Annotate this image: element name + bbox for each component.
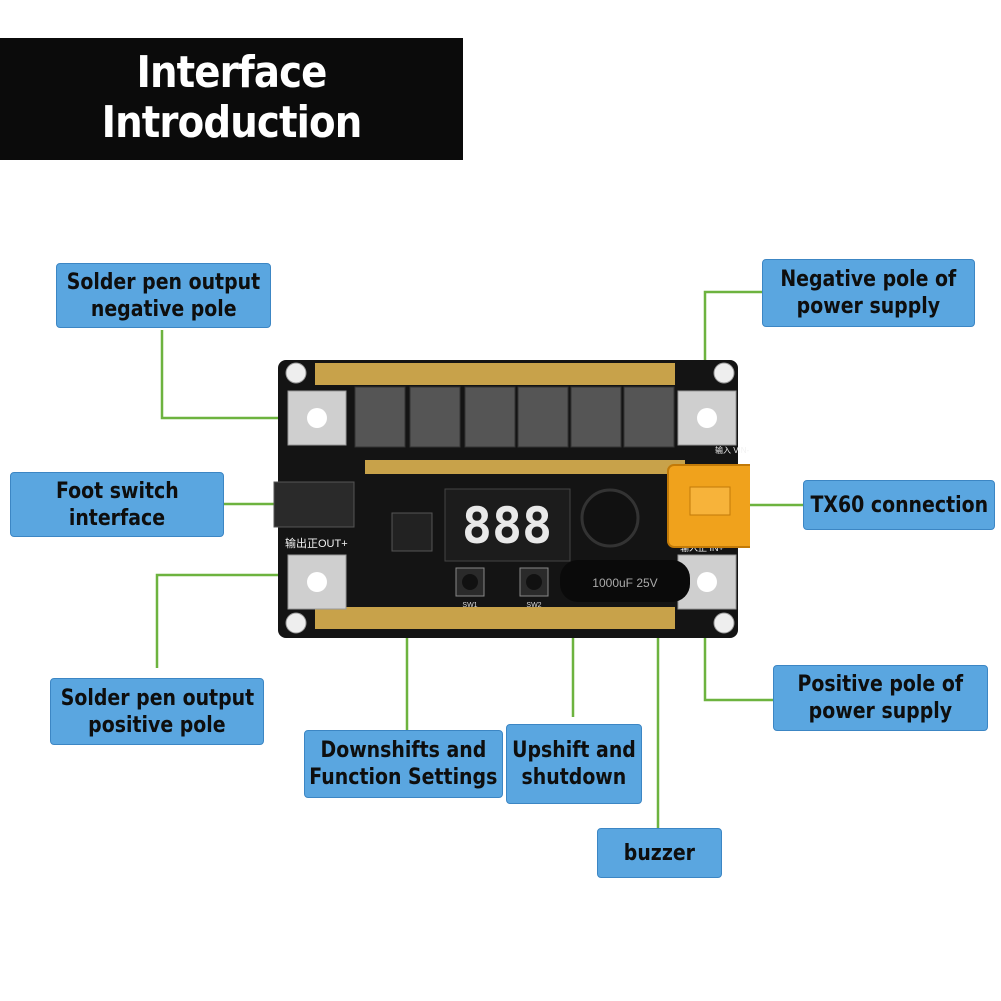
foot-switch-jack [273,481,355,528]
label-line: shutdown [521,765,627,790]
mount-hole [285,362,307,384]
label-foot-switch: Foot switch interface [10,472,224,537]
copper-bar-mid [365,460,685,474]
sw2-label: SW2 [526,602,541,609]
label-power-negative: Negative pole of power supply [762,259,975,327]
label-line: Solder pen output [66,269,261,295]
label-line: TX60 connection [810,492,988,518]
label-tx60: TX60 connection [803,480,995,530]
label-line: Upshift and [512,738,636,763]
mount-hole [713,612,735,634]
capacitor [560,560,690,602]
label-line: power supply [796,294,941,319]
label-buzzer: buzzer [597,828,722,878]
leader-solder-neg [160,330,310,420]
silk-vin: 输入 VIN- [715,445,750,455]
title-banner: Interface Introduction [0,38,463,160]
label-line: Negative pole of [780,267,957,292]
label-power-positive: Positive pole of power supply [773,665,988,731]
buzzer [580,488,640,548]
title-line-2: Introduction [101,97,363,148]
mosfet-row [354,386,675,448]
leader-solder-pos [155,573,282,668]
led-digits: 888 [462,497,552,555]
label-upshift: Upshift and shutdown [506,724,642,804]
ic-chip [391,512,433,552]
copper-bar-bottom [315,607,675,629]
label-line: Positive pole of [797,672,964,697]
label-line: power supply [808,699,953,724]
button-sw2 [519,567,549,597]
label-solder-pen-positive: Solder pen output positive pole [50,678,264,745]
label-solder-pen-negative: Solder pen output negative pole [56,263,271,328]
sw1-label: SW1 [462,602,477,609]
label-line: negative pole [90,296,237,322]
label-line: Downshifts and [320,738,487,763]
led-display [444,488,571,562]
label-line: interface [68,505,166,531]
label-line: Foot switch [55,478,179,504]
mount-hole [285,612,307,634]
mount-hole [713,362,735,384]
title-line-1: Interface [136,47,327,98]
label-downshift: Downshifts and Function Settings [304,730,503,798]
label-line: Function Settings [309,765,498,790]
label-line: Solder pen output [60,685,254,711]
spot-welder-board: 888 1000uF 25V SW1 SW2 输出正OUT+ 输入 VIN- 输… [273,360,750,638]
label-line: buzzer [623,840,696,866]
terminal-pads [287,390,737,610]
copper-bar-top [315,363,675,385]
capacitor-text: 1000uF 25V [592,576,657,590]
silk-out: 输出正OUT+ [285,536,348,550]
label-line: positive pole [88,712,226,738]
